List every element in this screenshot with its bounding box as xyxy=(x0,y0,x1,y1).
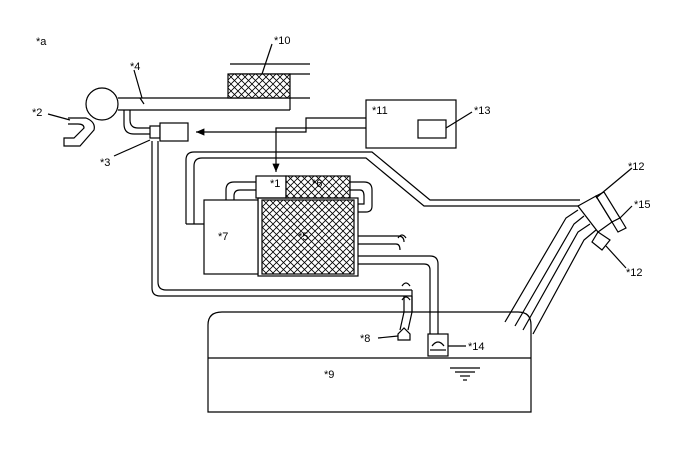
vent-line xyxy=(185,151,580,224)
fuel-inlet-assembly xyxy=(577,191,627,251)
callout-11: *11 xyxy=(372,105,388,117)
leak-detection-pump xyxy=(203,199,259,275)
vsv-signal-wire xyxy=(196,117,366,136)
callout-9: *9 xyxy=(324,369,334,381)
callout-13: *13 xyxy=(474,105,491,117)
callout-15: *15 xyxy=(634,199,651,211)
callout-8: *8 xyxy=(360,333,370,345)
callout-12-lower: *12 xyxy=(626,267,643,279)
ecm-box xyxy=(365,99,457,149)
purge-vsv xyxy=(149,122,189,142)
callout-3: *3 xyxy=(100,157,110,169)
charcoal-canister xyxy=(225,175,373,277)
callout-6: *6 xyxy=(312,178,322,190)
air-filter-element xyxy=(227,73,291,99)
ecm-internal-module xyxy=(417,119,447,139)
fuel-cap xyxy=(611,217,627,233)
filler-pipe xyxy=(504,209,579,323)
canister-body xyxy=(261,199,355,275)
callout-7: *7 xyxy=(218,231,228,243)
callout-4: *4 xyxy=(130,61,140,73)
callout-2: *2 xyxy=(32,107,42,119)
leader-lines xyxy=(47,43,633,347)
callout-1: *1 xyxy=(270,178,280,190)
canister-valve-signal-wire xyxy=(272,127,366,172)
callout-10: *10 xyxy=(274,35,291,47)
vent-valve xyxy=(427,333,449,357)
callout-5: *5 xyxy=(298,231,308,243)
callout-14: *14 xyxy=(468,341,485,353)
fuel-tank xyxy=(207,311,532,413)
fuel-cutoff-valve xyxy=(397,327,411,341)
corner-label: *a xyxy=(36,36,47,48)
purge-port xyxy=(139,97,145,105)
callout-12-upper: *12 xyxy=(628,161,645,173)
purge-line xyxy=(151,141,412,297)
